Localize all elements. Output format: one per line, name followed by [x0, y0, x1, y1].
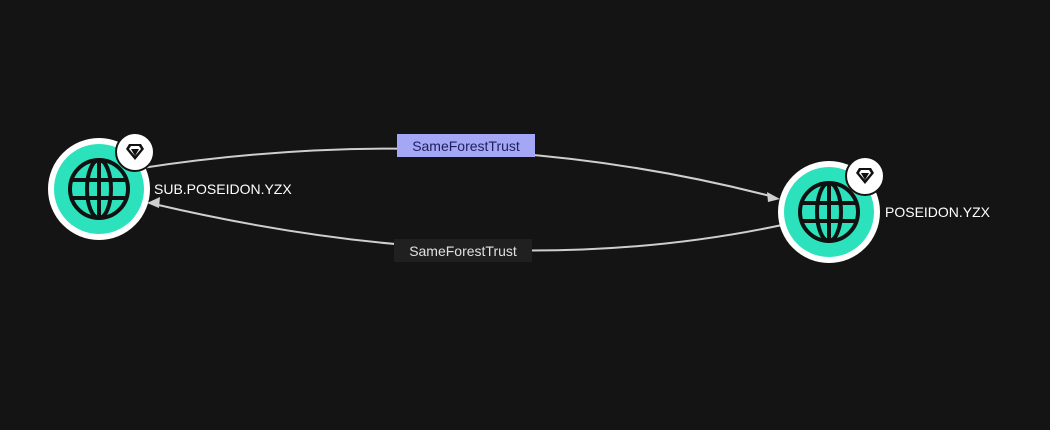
edge-label-box-sub-to-root[interactable] — [397, 134, 535, 157]
arrow-head-icon — [147, 197, 160, 208]
globe-icon — [68, 158, 130, 220]
globe-icon — [798, 181, 860, 243]
edge-sub-to-root[interactable]: SameForestTrust — [141, 134, 780, 202]
node-sub-poseidon-yzx[interactable]: SUB.POSEIDON.YZX — [48, 132, 292, 240]
gem-icon — [126, 144, 144, 160]
node-label-root[interactable]: POSEIDON.YZX — [885, 204, 991, 220]
node-label-sub[interactable]: SUB.POSEIDON.YZX — [154, 181, 292, 197]
edge-label-box-root-to-sub[interactable] — [394, 239, 532, 262]
edge-root-to-sub[interactable]: SameForestTrust — [147, 197, 783, 262]
gem-icon — [856, 168, 874, 184]
edge-label-root-to-sub[interactable]: SameForestTrust — [409, 243, 517, 259]
node-poseidon-yzx[interactable]: POSEIDON.YZX — [778, 156, 991, 263]
gem-badge — [115, 132, 155, 172]
edge-label-sub-to-root[interactable]: SameForestTrust — [412, 138, 520, 154]
arrow-head-icon — [767, 192, 780, 202]
gem-badge — [845, 156, 885, 196]
